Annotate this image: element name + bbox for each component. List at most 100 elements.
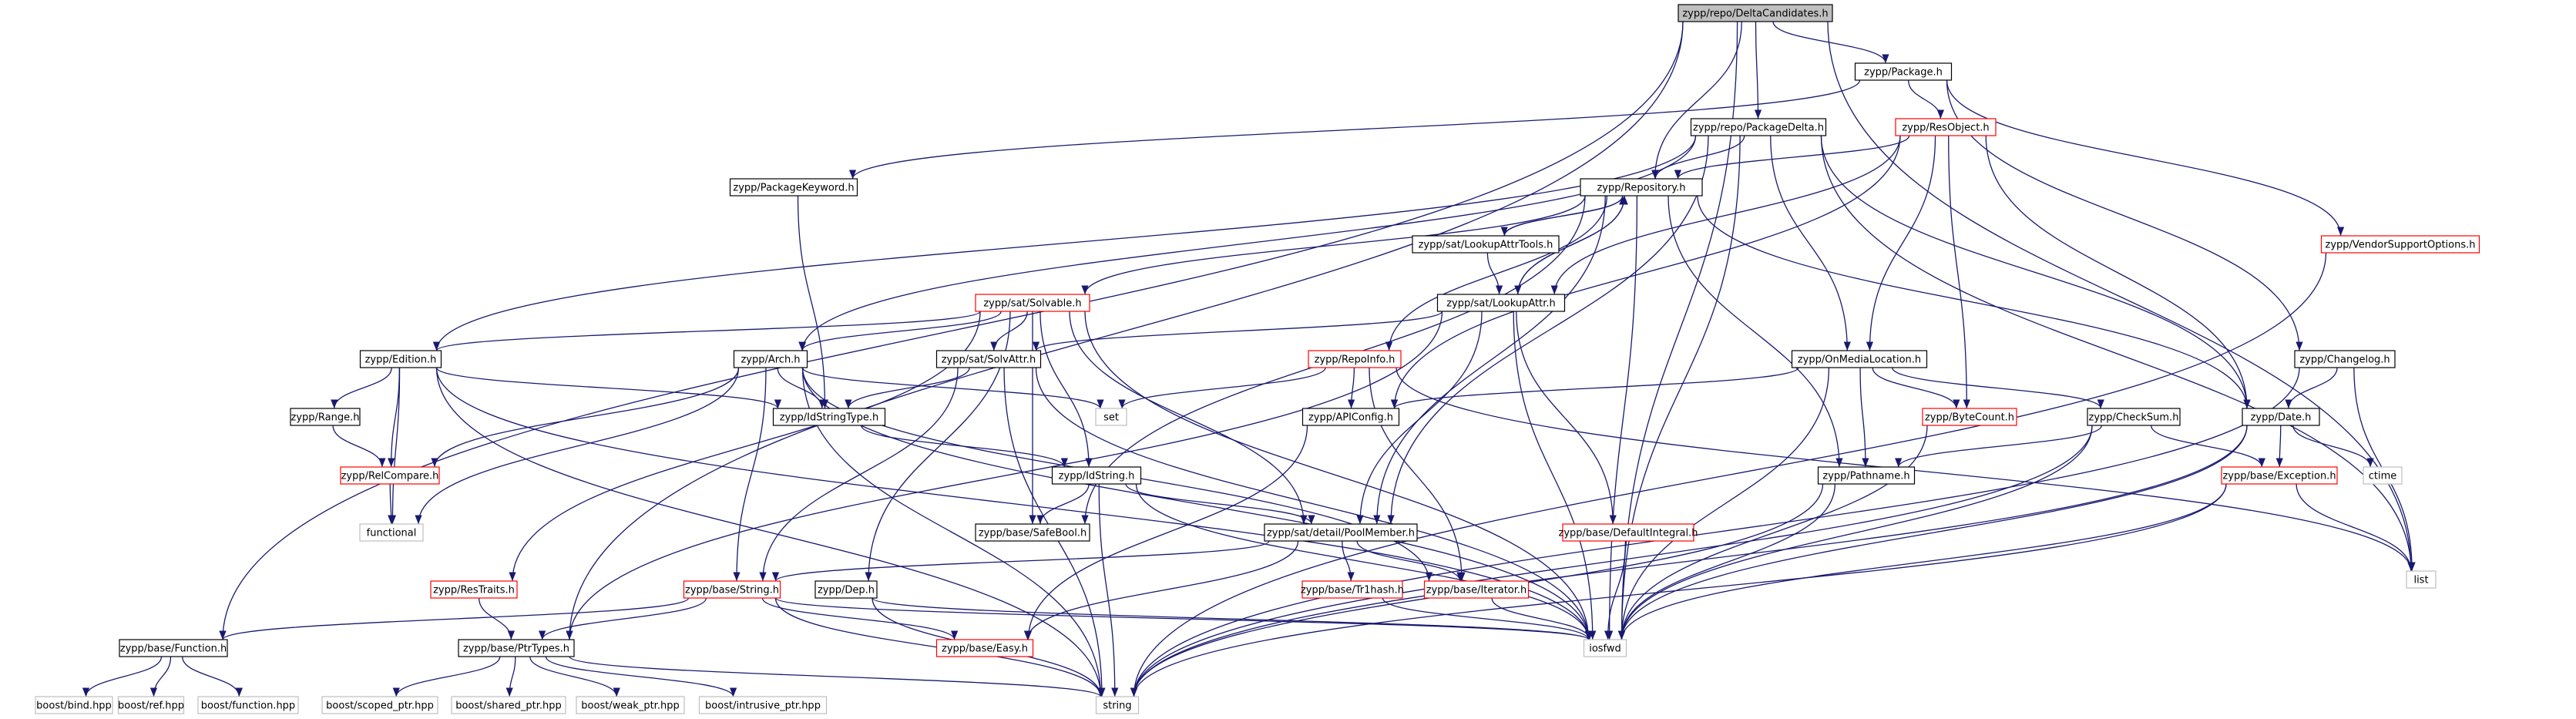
node-zypp-arch-h[interactable]: zypp/Arch.h bbox=[733, 350, 808, 368]
node-label: zypp/base/Easy.h bbox=[942, 643, 1028, 655]
edge-onmedialocation-to-bytecount bbox=[1872, 367, 1960, 409]
node-zypp-range-h[interactable]: zypp/Range.h bbox=[290, 408, 361, 426]
node-box bbox=[1095, 696, 1140, 714]
edge-edition-to-string bbox=[435, 367, 1105, 697]
node-zypp-base-exception-h[interactable]: zypp/base/Exception.h bbox=[2221, 466, 2338, 485]
edge-repository-to-poolmember bbox=[1373, 195, 1606, 525]
node-box bbox=[321, 696, 438, 714]
edge-package-to-resobject bbox=[1907, 79, 1945, 119]
node-zypp-pathname-h[interactable]: zypp/Pathname.h bbox=[1817, 466, 1916, 485]
edge-range-to-relcompare bbox=[332, 425, 386, 468]
node-label: zypp/base/Exception.h bbox=[2222, 471, 2336, 482]
edge-arch-to-relcompare bbox=[431, 367, 740, 468]
edge-arch-to-set bbox=[801, 367, 1104, 409]
node-label: ctime bbox=[2369, 471, 2397, 482]
edge-packagekeyword-to-idstringtype bbox=[797, 195, 829, 409]
node-zypp-dep-h[interactable]: zypp/Dep.h bbox=[814, 580, 878, 599]
node-zypp-onmedialocation-h[interactable]: zypp/OnMediaLocation.h bbox=[1791, 350, 1928, 368]
node-box bbox=[1051, 466, 1142, 485]
node-box bbox=[2087, 408, 2181, 426]
node-zypp-package-h[interactable]: zypp/Package.h bbox=[1854, 62, 1953, 81]
node-box bbox=[458, 639, 575, 657]
node-zypp-base-ptrtypes-h[interactable]: zypp/base/PtrTypes.h bbox=[458, 639, 575, 657]
node-zypp-date-h[interactable]: zypp/Date.h bbox=[2242, 408, 2320, 426]
node-zypp-repository-h[interactable]: zypp/Repository.h bbox=[1580, 178, 1703, 197]
edge-packagedelta-to-poolmember bbox=[1387, 135, 1709, 525]
node-zypp-apiconfig-h[interactable]: zypp/APIConfig.h bbox=[1301, 408, 1400, 426]
edge-repository-to-solvable bbox=[1081, 195, 1586, 295]
node-zypp-idstring-h[interactable]: zypp/IdString.h bbox=[1051, 466, 1142, 485]
edge-checksum-to-pathname bbox=[1895, 425, 2103, 468]
edge-arch-to-idstringtype bbox=[777, 367, 826, 409]
node-label: zypp/sat/LookupAttr.h bbox=[1446, 298, 1556, 310]
node-zypp-base-iterator-h[interactable]: zypp/base/Iterator.h bbox=[1423, 580, 1530, 599]
node-zypp-sat-lookupattrtools-h[interactable]: zypp/sat/LookupAttrTools.h bbox=[1412, 235, 1560, 254]
edge-solvable-to-solvattr bbox=[990, 311, 1028, 351]
node-label: iosfwd bbox=[1589, 643, 1621, 655]
edge-repository-to-date bbox=[1697, 195, 2251, 409]
edge-resobject-to-onmedialocation bbox=[1866, 135, 1936, 351]
node-box bbox=[359, 350, 442, 368]
node-zypp-repo-deltacandidates-h[interactable]: zypp/repo/DeltaCandidates.h bbox=[1678, 4, 1833, 22]
edge-poolmember-to-iterator bbox=[1356, 540, 1464, 582]
node-zypp-restraits-h[interactable]: zypp/ResTraits.h bbox=[430, 580, 518, 599]
edge-resobject-to-bytecount bbox=[1948, 135, 1970, 409]
node-zypp-resobject-h[interactable]: zypp/ResObject.h bbox=[1895, 118, 1997, 136]
edge-date-to-string bbox=[1130, 425, 2248, 697]
node-zypp-repo-packagedelta-h[interactable]: zypp/repo/PackageDelta.h bbox=[1690, 118, 1827, 136]
node-box bbox=[119, 639, 228, 657]
node-box bbox=[1583, 639, 1627, 657]
node-zypp-edition-h[interactable]: zypp/Edition.h bbox=[359, 350, 442, 368]
node-zypp-base-easy-h[interactable]: zypp/base/Easy.h bbox=[935, 639, 1034, 657]
node-label: zypp/sat/detail/PoolMember.h bbox=[1267, 528, 1415, 539]
edge-solvattr-to-string_h bbox=[759, 367, 959, 582]
node-zypp-vendorsupportoptions-h[interactable]: zypp/VendorSupportOptions.h bbox=[2320, 235, 2480, 254]
node-label: zypp/PackageKeyword.h bbox=[733, 183, 854, 194]
node-zypp-changelog-h[interactable]: zypp/Changelog.h bbox=[2294, 350, 2396, 368]
node-zypp-sat-lookupattr-h[interactable]: zypp/sat/LookupAttr.h bbox=[1436, 294, 1566, 312]
node-label: zypp/Edition.h bbox=[365, 354, 437, 366]
node-boost-intrusive-ptr-hpp: boost/intrusive_ptr.hpp bbox=[698, 696, 828, 714]
node-label: zypp/ResTraits.h bbox=[433, 585, 515, 596]
edge-idstring-to-string bbox=[1098, 483, 1119, 697]
edge-poolmember-to-easy bbox=[1023, 540, 1299, 640]
node-zypp-sat-detail-poolmember-h[interactable]: zypp/sat/detail/PoolMember.h bbox=[1264, 523, 1418, 542]
node-zypp-sat-solvable-h[interactable]: zypp/sat/Solvable.h bbox=[975, 294, 1090, 312]
node-zypp-base-string-h[interactable]: zypp/base/String.h bbox=[683, 580, 781, 599]
node-zypp-relcompare-h[interactable]: zypp/RelCompare.h bbox=[340, 466, 440, 485]
node-zypp-base-defaultintegral-h[interactable]: zypp/base/DefaultIntegral.h bbox=[1559, 523, 1698, 542]
node-box bbox=[1690, 118, 1827, 136]
node-label: zypp/Arch.h bbox=[741, 354, 800, 366]
edge-lookupattr-to-solvattr bbox=[1033, 311, 1443, 351]
node-zypp-repoinfo-h[interactable]: zypp/RepoInfo.h bbox=[1308, 350, 1402, 368]
edge-relcompare-to-functional bbox=[388, 483, 395, 525]
edge-date-to-exception bbox=[2275, 425, 2283, 468]
edge-defaultintegral-to-iosfwd bbox=[1604, 540, 1627, 640]
node-label: zypp/repo/PackageDelta.h bbox=[1693, 123, 1824, 134]
edge-idstring-to-safebool bbox=[1036, 483, 1090, 525]
node-label: zypp/APIConfig.h bbox=[1308, 412, 1393, 424]
node-zypp-base-tr1hash-h[interactable]: zypp/base/Tr1hash.h bbox=[1301, 580, 1404, 599]
node-zypp-packagekeyword-h[interactable]: zypp/PackageKeyword.h bbox=[729, 178, 858, 197]
node-zypp-idstringtype-h[interactable]: zypp/IdStringType.h bbox=[772, 408, 886, 426]
node-zypp-base-safebool-h[interactable]: zypp/base/SafeBool.h bbox=[975, 523, 1090, 542]
node-label: zypp/ResObject.h bbox=[1902, 123, 1989, 134]
node-boost-bind-hpp: boost/bind.hpp bbox=[35, 696, 113, 714]
node-zypp-bytecount-h[interactable]: zypp/ByteCount.h bbox=[1922, 408, 2017, 426]
edge-solvable-to-arch bbox=[798, 311, 1002, 351]
node-label: zypp/sat/Solvable.h bbox=[983, 298, 1081, 310]
node-label: zypp/base/Function.h bbox=[120, 643, 227, 655]
edge-lookupattr-to-repository bbox=[1517, 195, 1628, 295]
node-zypp-base-function-h[interactable]: zypp/base/Function.h bbox=[119, 639, 228, 657]
node-box bbox=[1580, 178, 1703, 197]
edge-onmedialocation-to-apiconfig bbox=[1391, 367, 1799, 409]
node-label: zypp/ByteCount.h bbox=[1925, 412, 2014, 424]
edge-resobject-to-apiconfig bbox=[1390, 135, 1901, 409]
edge-packagedelta-to-list bbox=[1820, 135, 2415, 572]
node-zypp-checksum-h[interactable]: zypp/CheckSum.h bbox=[2087, 408, 2181, 426]
node-label: zypp/base/Iterator.h bbox=[1426, 585, 1527, 596]
node-label: boost/ref.hpp bbox=[118, 701, 184, 712]
edge-arch-to-functional bbox=[415, 367, 740, 525]
node-box bbox=[2294, 350, 2396, 368]
node-zypp-sat-solvattr-h[interactable]: zypp/sat/SolvAttr.h bbox=[935, 350, 1042, 368]
